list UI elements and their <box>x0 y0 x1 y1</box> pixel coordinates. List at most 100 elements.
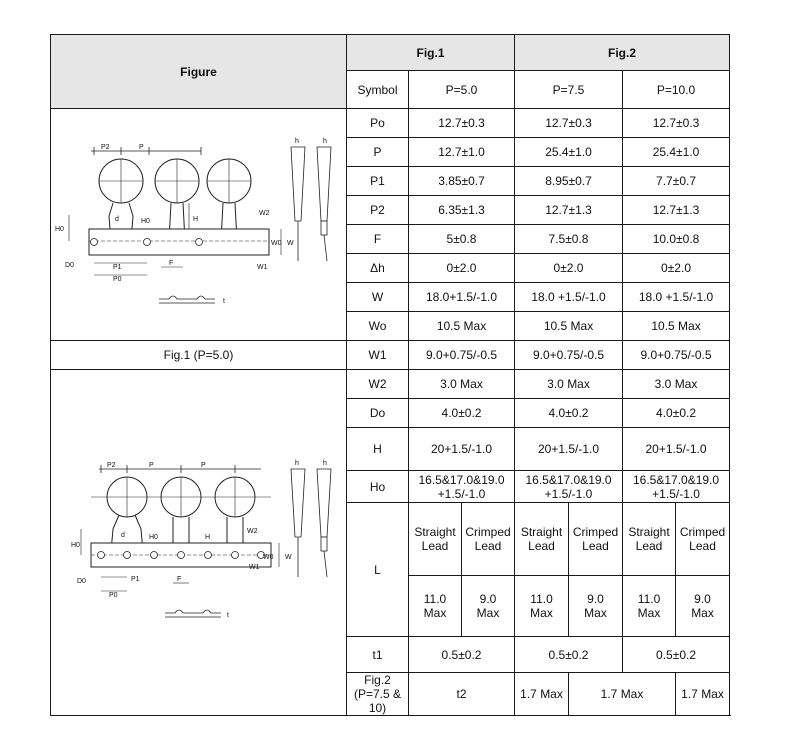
dim-p2: P2 <box>101 144 110 151</box>
caption-fig2: Fig.2 (P=7.5 & 10) <box>346 672 409 716</box>
row-value: 0.5±0.2 <box>622 636 731 673</box>
dim2-p0: P0 <box>109 592 118 599</box>
row-value: 18.0+1.5/-1.0 <box>407 282 516 312</box>
row-sym: P2 <box>346 195 409 225</box>
row-value: 0±2.0 <box>622 253 731 283</box>
ho-line1: 16.5&17.0&19.0 <box>632 472 720 487</box>
straight-lead-line1: Straight <box>414 525 456 539</box>
row-sym: F <box>346 224 409 254</box>
row-value: 1.7 Max <box>514 672 570 716</box>
dim-h-side1: h <box>295 138 299 145</box>
caption-fig1: Fig.1 (P=5.0) <box>50 340 347 370</box>
straight-value-line1: 11.0 <box>423 592 447 606</box>
crimped-value-line2: Max <box>584 606 607 620</box>
dim-t: t <box>223 298 225 305</box>
dim2-d: d <box>121 532 125 539</box>
row-value: 12.7±1.3 <box>622 195 731 225</box>
row-value: 4.0±0.2 <box>622 398 731 428</box>
row-value: 12.7±1.3 <box>514 195 624 225</box>
crimped-value-line2: Max <box>476 606 500 620</box>
ho-line1: 16.5&17.0&19.0 <box>525 472 612 487</box>
tape-diagram-fig2: P2 P P <box>71 460 332 619</box>
ho-line2: +1.5/-1.0 <box>544 486 593 501</box>
straight-value-line2: Max <box>423 606 447 620</box>
header-p75: P=7.5 <box>514 70 624 109</box>
row-value: 6.35±1.3 <box>407 195 516 225</box>
dim-w2: W2 <box>259 210 270 217</box>
straight-lead-line2: Lead <box>635 539 663 553</box>
dim-h0: H0 <box>55 226 64 233</box>
header-symbol: Symbol <box>346 70 409 109</box>
row-value: 0.5±0.2 <box>514 636 624 673</box>
dim2-f: F <box>177 576 181 583</box>
header-p50: P=5.0 <box>407 70 516 109</box>
straight-lead-line2: Lead <box>421 539 449 553</box>
crimped-value-line1: 9.0 <box>694 592 711 606</box>
row-value: 10.0±0.8 <box>622 224 731 254</box>
straight-lead-line1: Straight <box>628 525 670 539</box>
row-sym: P <box>346 137 409 167</box>
header-figure: Figure <box>50 34 347 109</box>
dim-w0: W0 <box>271 240 282 247</box>
dim-p0: P0 <box>113 276 122 283</box>
row-value-ho: 16.5&17.0&19.0+1.5/-1.0 <box>622 470 731 503</box>
row-value: 4.0±0.2 <box>407 398 516 428</box>
row-value: 12.7±0.3 <box>407 108 516 138</box>
row-value: 18.0 +1.5/-1.0 <box>514 282 624 312</box>
row-sym: Δh <box>346 253 409 283</box>
row-sym: W <box>346 282 409 312</box>
dim-h-side2: h <box>323 138 327 145</box>
dim-w1: W1 <box>257 264 268 271</box>
row-sym: t2 <box>407 672 516 716</box>
dim2-w2: W2 <box>247 528 258 535</box>
row-value: 1.7 Max <box>675 672 731 716</box>
row-sym-l: L <box>346 502 409 637</box>
dim2-d0: D0 <box>77 578 86 585</box>
dim2-h0-inner: H0 <box>149 534 158 541</box>
dim-p1: P1 <box>113 264 122 271</box>
ho-line2: +1.5/-1.0 <box>437 486 486 501</box>
figure-2-cell: P2 P P <box>50 369 347 716</box>
crimped-lead-line1: Crimped <box>465 525 511 539</box>
straight-value-line1: 11.0 <box>637 592 661 606</box>
dim2-p1: P1 <box>131 576 140 583</box>
row-value: 18.0 +1.5/-1.0 <box>622 282 731 312</box>
dim-h0-inner: H0 <box>141 218 150 225</box>
row-value: 9.0+0.75/-0.5 <box>514 340 624 370</box>
row-value: 10.5 Max <box>407 311 516 341</box>
row-value: 7.7±0.7 <box>622 166 731 196</box>
row-sym: Po <box>346 108 409 138</box>
dim-d0: D0 <box>65 262 74 269</box>
row-sym: W1 <box>346 340 409 370</box>
row-sym: Wo <box>346 311 409 341</box>
row-value: 12.7±0.3 <box>622 108 731 138</box>
dim2-w0: W0 <box>263 554 274 561</box>
crimped-lead-line1: Crimped <box>572 525 619 539</box>
header-p100: P=10.0 <box>622 70 731 109</box>
dim-d: d <box>115 216 119 223</box>
crimped-lead-line1: Crimped <box>679 525 726 539</box>
straight-lead-line1: Straight <box>520 525 563 539</box>
dim2-p2: P2 <box>107 462 116 469</box>
dim2-h-side2: h <box>323 460 327 467</box>
row-value: 0±2.0 <box>407 253 516 283</box>
row-value: 12.7±0.3 <box>514 108 624 138</box>
tape-diagram-fig1: P2 P <box>55 138 332 305</box>
row-value: 0.5±0.2 <box>407 636 516 673</box>
row-value: 0±2.0 <box>514 253 624 283</box>
row-value: 20+1.5/-1.0 <box>407 427 516 471</box>
row-value: 3.85±0.7 <box>407 166 516 196</box>
row-value: 25.4±1.0 <box>514 137 624 167</box>
row-value: 4.0±0.2 <box>514 398 624 428</box>
row-value: 12.7±1.0 <box>407 137 516 167</box>
dim2-w1: W1 <box>249 564 260 571</box>
